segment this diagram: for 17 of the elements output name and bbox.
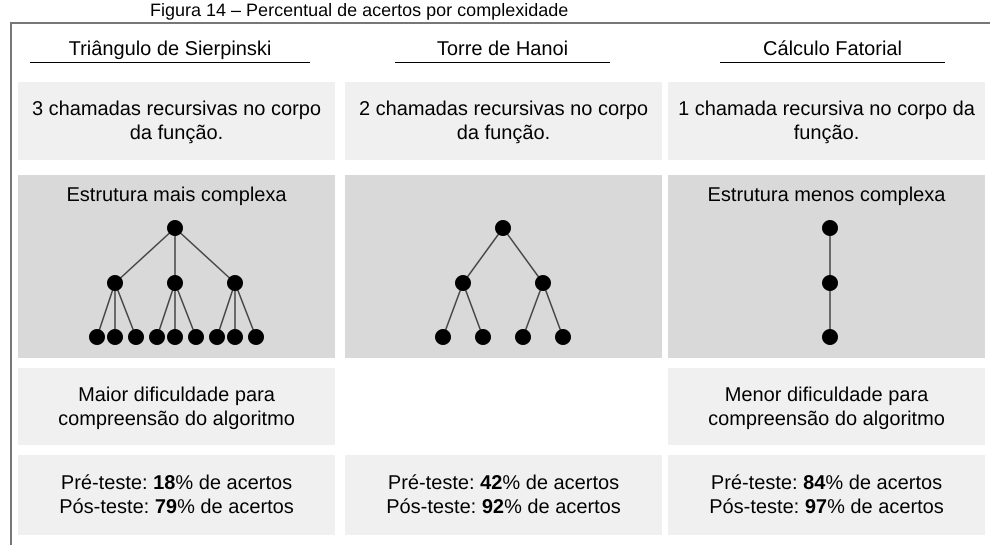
column-heading: Torre de Hanoi (395, 36, 610, 63)
cell-text: Estrutura menos complexa (708, 183, 946, 207)
result-text: Pós-teste: 79% de acertos (59, 495, 294, 519)
result-text: Pré-teste: 18% de acertos (60, 471, 292, 495)
column-heading: Triângulo de Sierpinski (30, 36, 310, 63)
result-text: Pré-teste: 84% de acertos (710, 471, 942, 495)
cell-text: Maior dificuldade para compreensão do algoritmo (57, 382, 296, 430)
result-text: Pós-teste: 92% de acertos (386, 495, 621, 519)
cell-text: 2 chamadas recursivas no corpo da função. (358, 97, 650, 145)
figure-title: Figura 14 – Percentual de acertos por complexidade (150, 0, 568, 20)
result-text: Pré-teste: 42% de acertos (388, 471, 620, 495)
cell-text: Estrutura mais complexa (66, 183, 287, 207)
cell-text: Menor dificuldade para compreensão do algoritmo (707, 382, 946, 430)
result-text: Pós-teste: 97% de acertos (709, 495, 944, 519)
cell-text: 3 chamadas recursivas no corpo da função. (30, 97, 322, 145)
cell-text: 1 chamada recursiva no corpo da função. (677, 97, 976, 145)
column-heading: Cálculo Fatorial (720, 36, 945, 63)
